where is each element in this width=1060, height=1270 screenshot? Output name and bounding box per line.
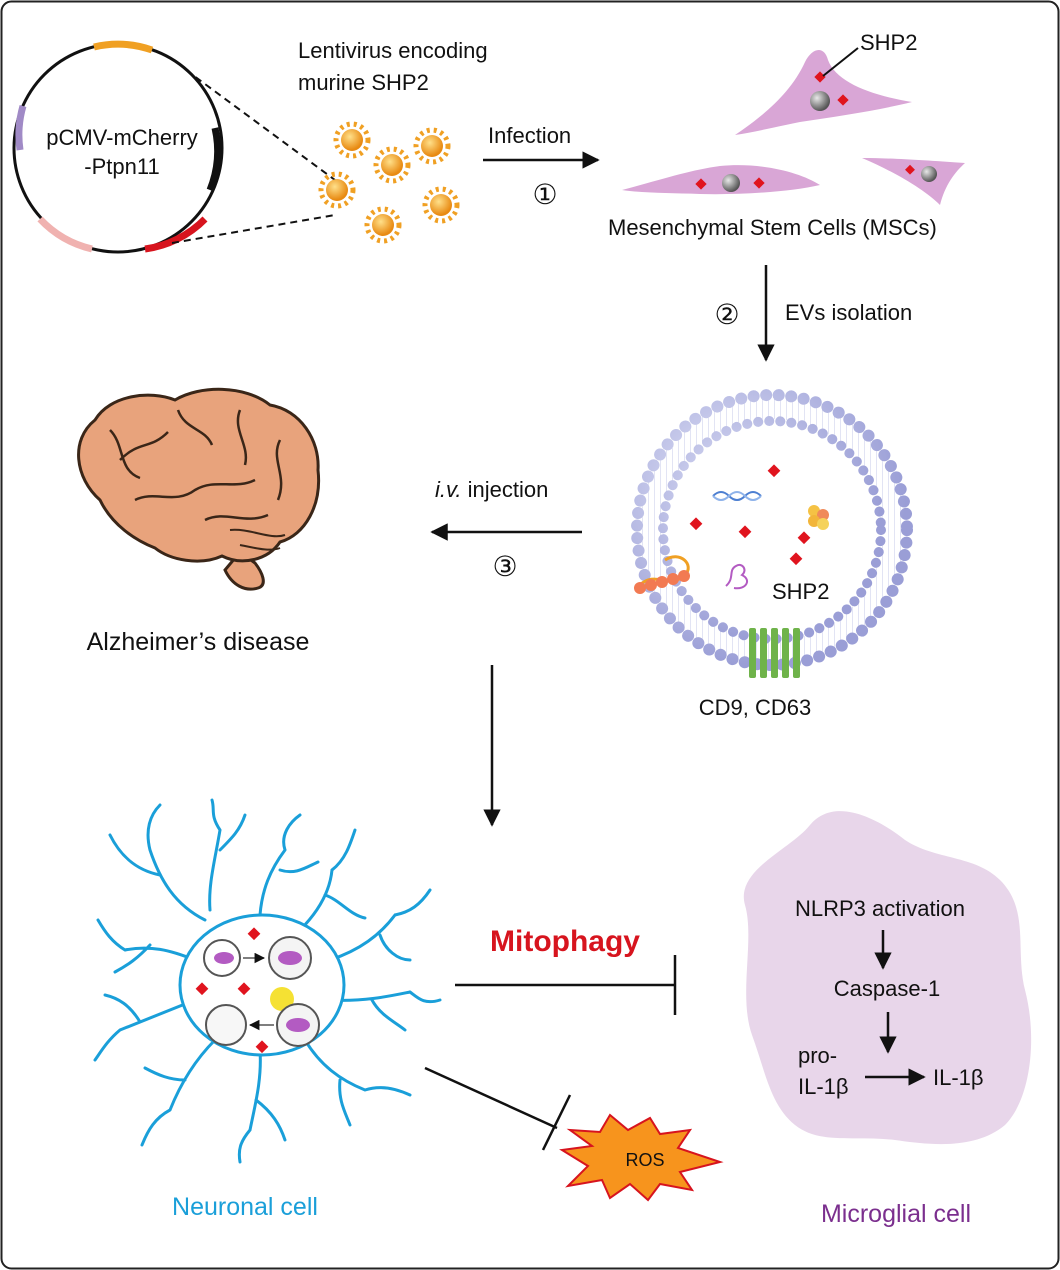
zoom-line-top: [185, 69, 336, 181]
zoom-line-bottom: [171, 214, 336, 244]
step-2-number: ②: [714, 298, 739, 331]
injection-label-rest: injection: [461, 477, 548, 502]
microglial-cell-body: [743, 811, 1032, 1145]
step-1-number: ①: [532, 178, 557, 211]
neuron-illustration: [93, 798, 442, 1164]
plasmid-label-1: pCMV-mCherry: [46, 125, 198, 150]
ros-label: ROS: [625, 1150, 664, 1170]
ros-burst: [559, 1113, 724, 1202]
infection-label: Infection: [488, 123, 571, 148]
virus-particle: [373, 146, 411, 184]
injection-label: i.v. injection: [435, 477, 548, 502]
msc-shp2-pointer: [822, 47, 859, 77]
membrane-protein: [634, 555, 690, 594]
lentivirus-label-2: murine SHP2: [298, 70, 429, 95]
pro-il1b-label-2: IL-1β: [798, 1074, 849, 1099]
injection-label-italic: i.v.: [435, 477, 461, 502]
nlrp3-label: NLRP3 activation: [795, 896, 965, 921]
brain-caption: Alzheimer’s disease: [87, 628, 310, 656]
isolation-label: EVs isolation: [785, 300, 912, 325]
msc-cell: [735, 50, 912, 135]
plasmid: pCMV-mCherry -Ptpn11: [12, 40, 224, 254]
virus-particles: [318, 121, 460, 244]
caspase-label: Caspase-1: [834, 976, 940, 1001]
mitophagy-process: [195, 927, 320, 1054]
ev-markers-label: CD9, CD63: [699, 695, 811, 720]
msc-caption: Mesenchymal Stem Cells (MSCs): [608, 215, 937, 240]
msc-cell: [862, 158, 965, 205]
step-3-number: ③: [492, 550, 517, 583]
dna-cargo-2: [712, 491, 762, 501]
neuron-caption: Neuronal cell: [172, 1193, 318, 1221]
extracellular-vesicle: [631, 389, 913, 678]
msc-cells: [622, 50, 965, 205]
mitophagy-label: Mitophagy: [490, 925, 640, 958]
ev-shp2-label: SHP2: [772, 579, 829, 604]
pro-il1b-label-1: pro-: [798, 1043, 837, 1068]
il1b-label: IL-1β: [933, 1065, 984, 1090]
msc-cell: [622, 165, 820, 195]
msc-shp2-label: SHP2: [860, 30, 917, 55]
brain-illustration: [77, 387, 321, 591]
virus-particle: [318, 171, 356, 209]
virus-particle: [333, 121, 371, 159]
ros-inhibition-bar: [541, 1094, 572, 1151]
tetraspanin-proteins: [749, 628, 800, 678]
protein-cluster: [808, 505, 829, 530]
virus-particle: [413, 127, 451, 165]
virus-particle: [364, 206, 402, 244]
ros-inhibition-line: [424, 1066, 558, 1130]
virus-particle: [422, 186, 460, 224]
microglia-caption: Microglial cell: [821, 1200, 971, 1228]
plasmid-label-2: -Ptpn11: [84, 154, 159, 179]
lentivirus-label-1: Lentivirus encoding: [298, 38, 488, 63]
dna-cargo: [712, 491, 762, 501]
rna-cargo: [725, 564, 749, 590]
